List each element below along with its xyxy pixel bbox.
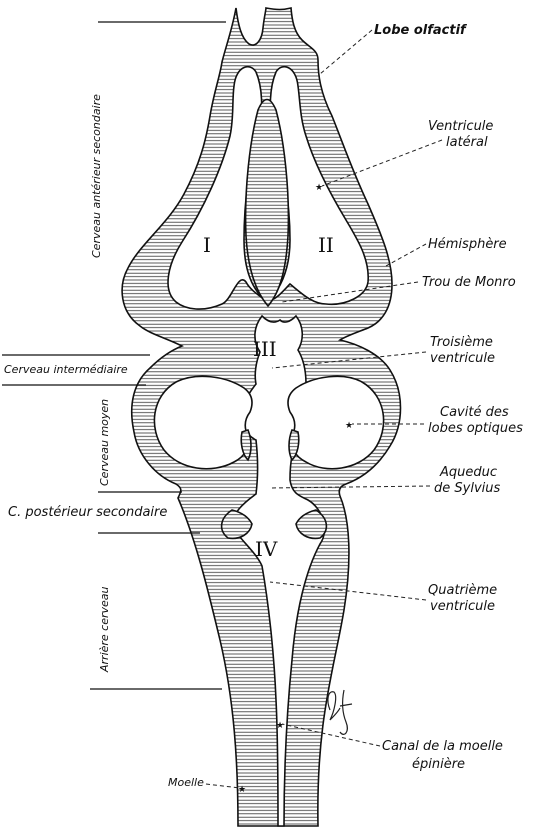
label-troisieme-ventricule-2: ventricule xyxy=(430,351,495,366)
label-canal-moelle-2: épinière xyxy=(412,757,465,772)
label-quatrieme-ventricule-2: ventricule xyxy=(430,599,495,614)
label-trou-de-monro: Trou de Monro xyxy=(422,275,516,290)
label-cavite-2: lobes optiques xyxy=(428,421,523,436)
label-canal-moelle-1: Canal de la moelle xyxy=(382,739,503,754)
numeral-IV: IV xyxy=(255,537,278,561)
numeral-III: III xyxy=(253,337,277,361)
label-cavite-1: Cavité des xyxy=(440,405,509,420)
numeral-I: I xyxy=(203,233,211,257)
leader-hemisphere xyxy=(386,244,426,266)
star-canal-moelle: ★ xyxy=(276,721,284,731)
optic-lobe-cavity-right xyxy=(288,376,384,468)
label-lobe-olfactif: Lobe olfactif xyxy=(374,23,468,38)
label-hemisphere: Hémisphère xyxy=(428,237,507,252)
label-troisieme-ventricule-1: Troisième xyxy=(430,335,493,350)
label-ventricule-lateral-2: latéral xyxy=(446,135,488,150)
star-cavite: ★ xyxy=(345,421,353,431)
label-quatrieme-ventricule-1: Quatrième xyxy=(428,583,497,598)
star-moelle: ★ xyxy=(238,785,246,795)
artist-signature xyxy=(328,690,352,734)
leader-lobe-olfactif xyxy=(320,30,372,74)
label-ventricule-lateral-1: Ventricule xyxy=(428,119,493,134)
label-aqueduc-1: Aqueduc xyxy=(439,465,497,480)
region-cerveau-anterieur: Cerveau antérieur secondaire xyxy=(90,94,103,258)
leader-moelle xyxy=(206,784,240,788)
numeral-II: II xyxy=(318,233,334,257)
label-moelle: Moelle xyxy=(168,776,204,789)
region-posterieur-secondaire: C. postérieur secondaire xyxy=(8,505,167,520)
label-aqueduc-2: de Sylvius xyxy=(434,481,500,496)
optic-lobe-cavity-left xyxy=(154,376,252,468)
region-cerveau-moyen: Cerveau moyen xyxy=(98,399,111,486)
star-ventricule-lateral: ★ xyxy=(315,183,323,193)
region-cerveau-intermediaire: Cerveau intermédiaire xyxy=(4,363,128,376)
region-arriere-cerveau: Arrière cerveau xyxy=(98,586,111,673)
